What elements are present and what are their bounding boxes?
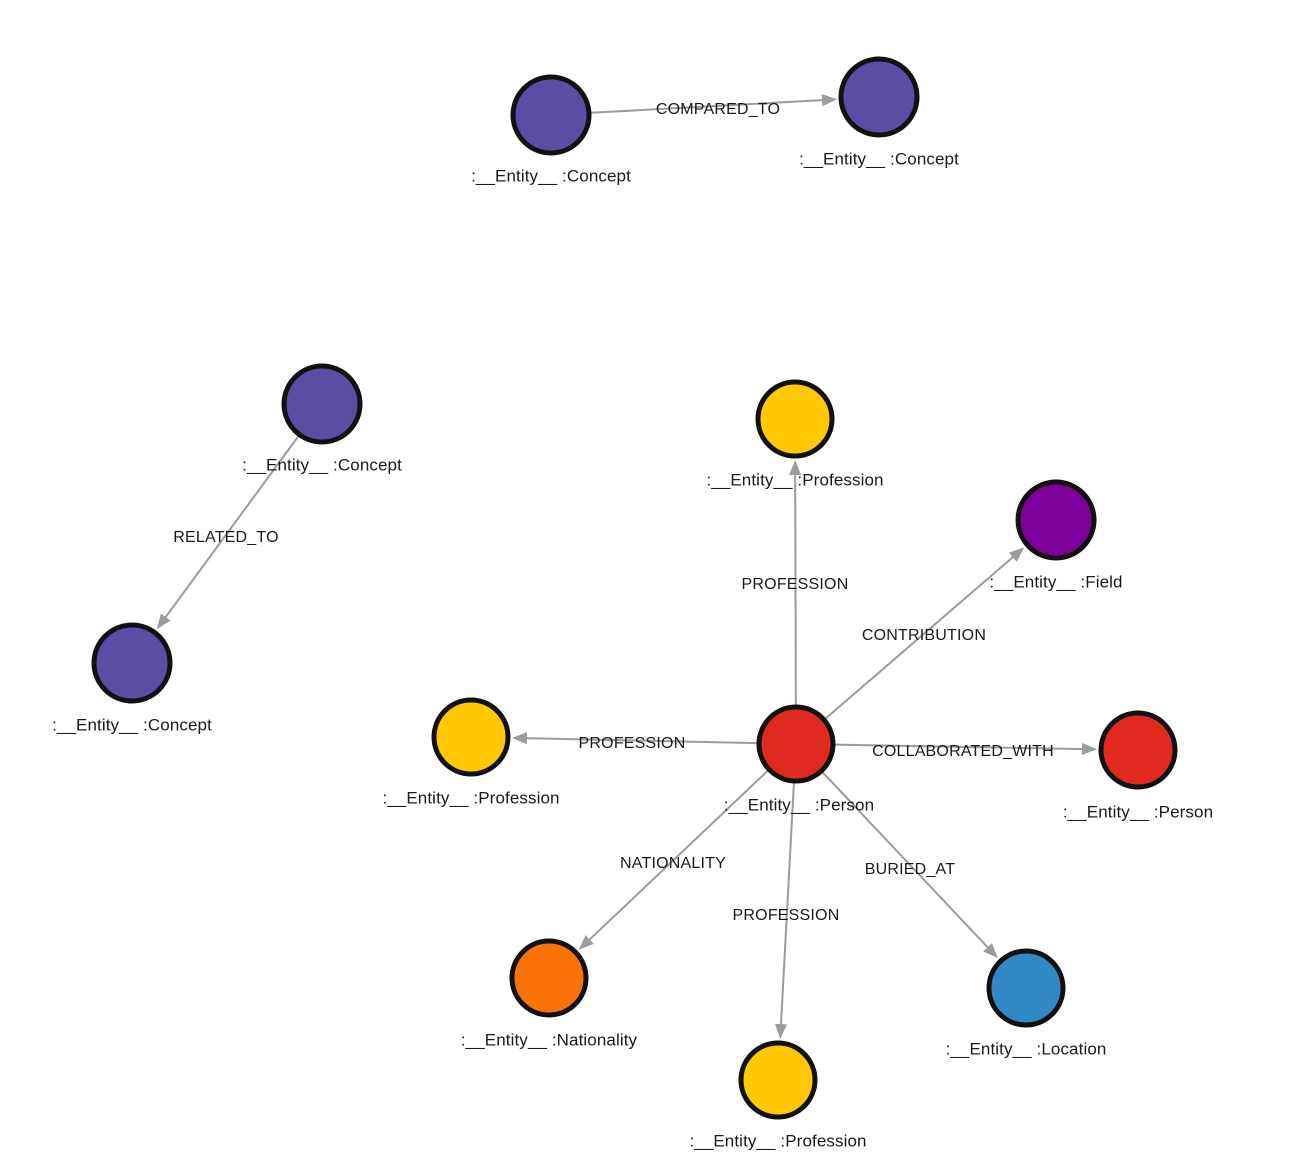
graph-edge[interactable] bbox=[156, 435, 300, 630]
edge-label-e_contribution: CONTRIBUTION bbox=[862, 627, 986, 644]
graph-node[interactable] bbox=[986, 948, 1066, 1028]
node-label-concept_c: :__Entity__ :Concept bbox=[242, 455, 402, 474]
node-circle-concept_c[interactable] bbox=[281, 363, 363, 445]
node-layer bbox=[91, 56, 1178, 1120]
node-label-prof_bot: :__Entity__ :Profession bbox=[689, 1131, 866, 1150]
graph-node[interactable] bbox=[1098, 710, 1178, 790]
node-circle-concept_b[interactable] bbox=[838, 56, 920, 138]
node-label-layer: :__Entity__ :Concept :__Entity__ :Concept… bbox=[52, 149, 1213, 1150]
edge-label-e_buried_at: BURIED_AT bbox=[865, 861, 955, 878]
node-circle-nationality[interactable] bbox=[509, 938, 589, 1018]
graph-node[interactable] bbox=[738, 1040, 818, 1120]
edge-label-e_nationality: NATIONALITY bbox=[620, 855, 726, 872]
node-label-location: :__Entity__ :Location bbox=[946, 1039, 1107, 1058]
graph-node[interactable] bbox=[281, 363, 363, 445]
graph-edge[interactable] bbox=[590, 94, 838, 114]
node-label-concept_a: :__Entity__ :Concept bbox=[471, 166, 631, 185]
node-circle-field[interactable] bbox=[1015, 479, 1097, 561]
graph-node[interactable] bbox=[838, 56, 920, 138]
graph-edge[interactable] bbox=[511, 732, 758, 745]
graph-node[interactable] bbox=[509, 938, 589, 1018]
graph-node[interactable] bbox=[755, 379, 835, 459]
node-circle-prof_top[interactable] bbox=[755, 379, 835, 459]
edge-label-e_profession_top: PROFESSION bbox=[742, 576, 849, 593]
edge-layer bbox=[156, 94, 1098, 1040]
graph-edge[interactable] bbox=[822, 771, 998, 959]
node-label-person_b: :__Entity__ :Person bbox=[1063, 802, 1213, 821]
node-circle-person_b[interactable] bbox=[1098, 710, 1178, 790]
edge-label-e_collaborated_with: COLLABORATED_WITH bbox=[872, 743, 1054, 760]
node-circle-prof_left[interactable] bbox=[431, 697, 511, 777]
graph-edge[interactable] bbox=[789, 459, 802, 706]
node-circle-person_hub[interactable] bbox=[756, 704, 836, 784]
node-label-field: :__Entity__ :Field bbox=[989, 572, 1122, 591]
node-circle-concept_d[interactable] bbox=[91, 622, 173, 704]
edge-label-e_profession_bot: PROFESSION bbox=[733, 907, 840, 924]
graph-node[interactable] bbox=[431, 697, 511, 777]
node-circle-concept_a[interactable] bbox=[510, 74, 592, 156]
edge-label-e_compared_to: COMPARED_TO bbox=[656, 101, 780, 118]
node-label-person_hub: :__Entity__ :Person bbox=[724, 795, 874, 814]
graph-edge[interactable] bbox=[824, 547, 1025, 720]
node-label-prof_left: :__Entity__ :Profession bbox=[382, 788, 559, 807]
graph-edge[interactable] bbox=[834, 743, 1098, 756]
graph-edge[interactable] bbox=[578, 770, 769, 950]
edge-label-layer: COMPARED_TO RELATED_TO PROFESSION CONTRIBUT… bbox=[173, 101, 1054, 924]
graph-node[interactable] bbox=[91, 622, 173, 704]
node-label-nationality: :__Entity__ :Nationality bbox=[461, 1030, 638, 1049]
edge-label-e_profession_left: PROFESSION bbox=[579, 735, 686, 752]
graph-edge[interactable] bbox=[775, 782, 795, 1040]
graph-node[interactable] bbox=[1015, 479, 1097, 561]
node-label-concept_d: :__Entity__ :Concept bbox=[52, 715, 212, 734]
node-circle-prof_bot[interactable] bbox=[738, 1040, 818, 1120]
graph-node[interactable] bbox=[510, 74, 592, 156]
node-label-prof_top: :__Entity__ :Profession bbox=[706, 470, 883, 489]
edge-label-e_related_to: RELATED_TO bbox=[173, 529, 278, 546]
node-circle-location[interactable] bbox=[986, 948, 1066, 1028]
node-label-concept_b: :__Entity__ :Concept bbox=[799, 149, 959, 168]
graph-node[interactable] bbox=[756, 704, 836, 784]
